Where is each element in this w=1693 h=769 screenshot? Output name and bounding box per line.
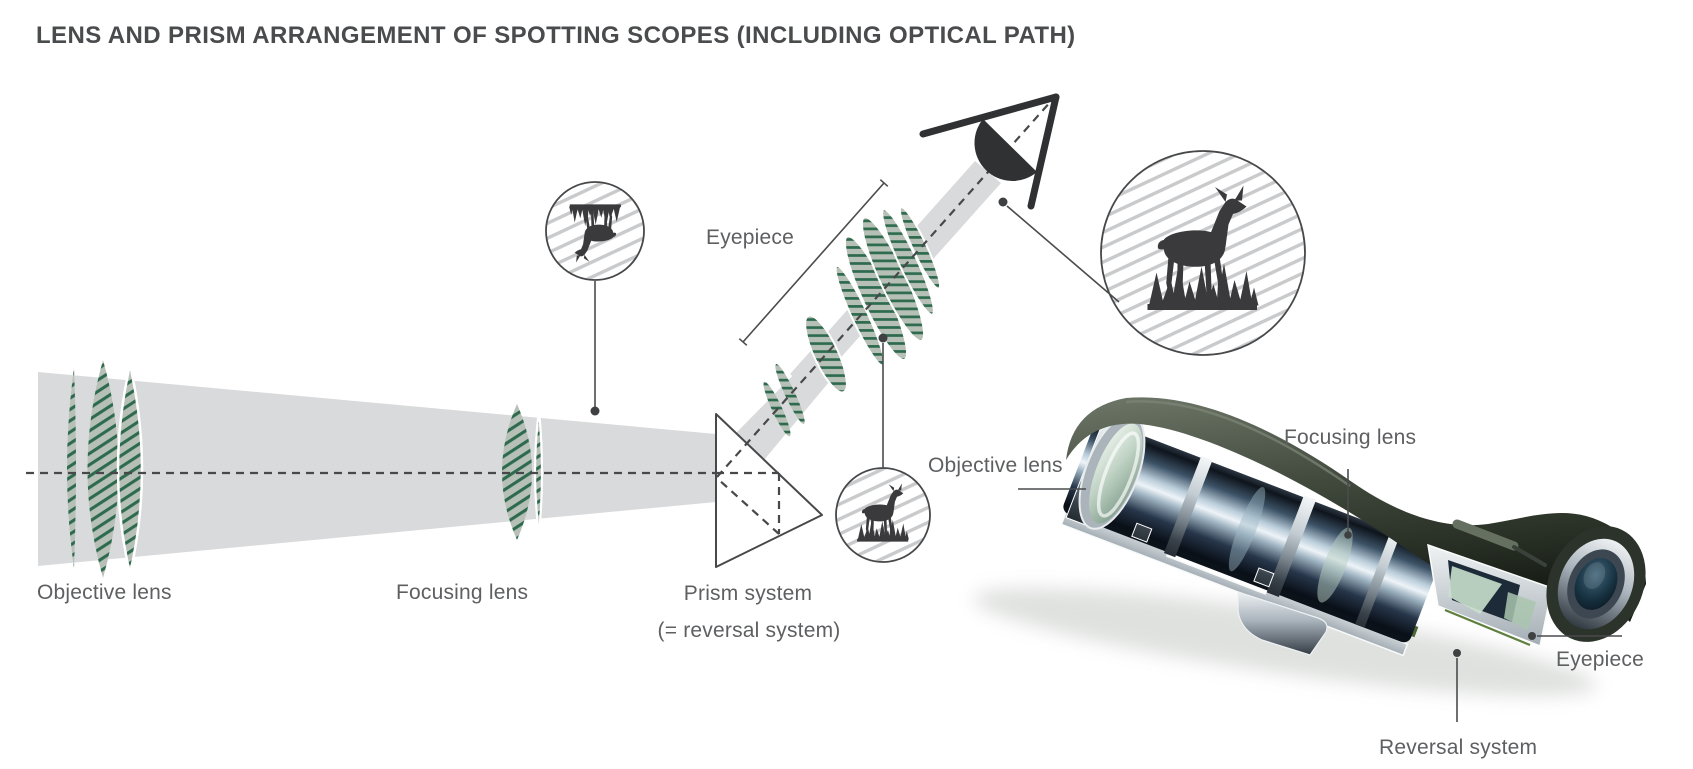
photo-focusing-dot [1344, 531, 1352, 539]
eyepiece-bracket-tick-2 [879, 179, 889, 187]
objective-lens-group [67, 360, 144, 578]
scope-sight-rod [1452, 519, 1519, 551]
eyepiece-bracket-tick-1 [738, 338, 748, 346]
scope-tube [1063, 420, 1442, 643]
scope-objective-front [1078, 414, 1146, 530]
scope-clamp-1 [1131, 522, 1153, 543]
focusing-element-2 [533, 409, 544, 535]
objective-element-1 [67, 368, 76, 568]
scope-glass-reflection [1096, 431, 1141, 518]
photo-focusing-label: Focusing lens [1284, 426, 1417, 449]
scope-barrel [1060, 416, 1442, 657]
scope-ring-2 [1266, 495, 1317, 598]
eyepiece-bracket-line [742, 182, 885, 343]
scope-eyepiece-internals [1427, 543, 1553, 648]
eyepiece-element-3 [804, 314, 848, 394]
scope-lens-glint [1583, 562, 1606, 589]
scope-tripod-foot [1237, 591, 1328, 656]
photo-leaders [1018, 469, 1622, 722]
photo-eyepiece-dot [1528, 632, 1536, 640]
perceived-image-leader [1006, 205, 1120, 303]
inverted-image-dot [590, 406, 600, 416]
eye-lower-lid [1027, 93, 1060, 210]
scope-inner-lens-1 [1228, 486, 1266, 572]
scope-armor [1066, 397, 1646, 622]
main-beam-cone [38, 372, 716, 566]
connectors [590, 179, 1120, 468]
photo-objective-label: Objective lens [928, 454, 1063, 477]
objective-element-2 [87, 360, 119, 578]
scope-prism-glass-1 [1448, 566, 1502, 614]
photo-reversal-label: Reversal system [1379, 736, 1538, 759]
scope-armor-highlight [1125, 400, 1351, 488]
scope-inner-lens-2 [1317, 527, 1353, 603]
scope-clamp-2 [1253, 567, 1275, 588]
eye-lens-disc [974, 119, 1037, 181]
observer-eye-icon [919, 93, 1060, 210]
image-circles [545, 150, 1306, 563]
intermediate-image-dot [878, 333, 888, 343]
scope-front-glass [1089, 423, 1143, 524]
schematic-prism-label-line2: (= reversal system) [657, 619, 841, 642]
photo-eyepiece-label: Eyepiece [1556, 648, 1644, 671]
prism-triangle [715, 413, 823, 568]
scope-ring-1 [1163, 455, 1213, 558]
scope-sight-rod-tip [1512, 545, 1547, 567]
scope-eyepiece-lens [1574, 558, 1618, 610]
schematic-focusing-label: Focusing lens [396, 581, 529, 604]
eyepiece-element-8 [898, 206, 942, 290]
eye-upper-lid [919, 93, 1060, 138]
scope-prism-glass-2 [1504, 592, 1536, 630]
perceived-image-dot [998, 197, 1008, 207]
scope-eyecup [1546, 526, 1646, 642]
schematic-objective-label: Objective lens [37, 581, 172, 604]
eyepiece-element-2 [775, 364, 805, 424]
schematic-eyepiece-label: Eyepiece [706, 226, 794, 249]
photo-reversal-dot [1453, 649, 1461, 657]
scope-cutaway-photo [973, 397, 1646, 697]
schematic-prism-label-line1: Prism system [683, 582, 813, 605]
scope-green-edge [1444, 608, 1531, 647]
objective-element-3 [116, 364, 144, 575]
scope-ring-3 [1355, 530, 1401, 628]
page-title: LENS AND PRISM ARRANGEMENT OF SPOTTING S… [36, 22, 1076, 49]
